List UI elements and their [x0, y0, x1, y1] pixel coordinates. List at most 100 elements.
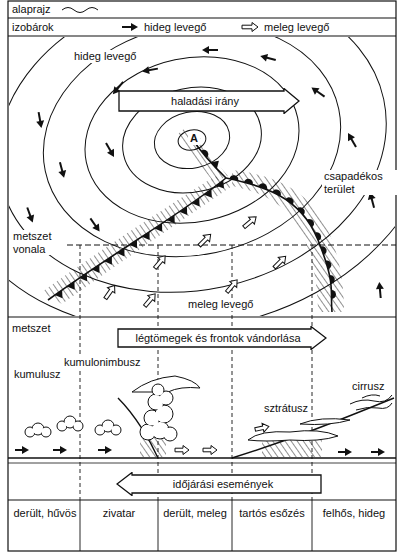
cold-front-symbol: [55, 290, 63, 298]
cold-front-symbol: [167, 215, 175, 223]
text-label: hideg levegő: [72, 50, 138, 63]
cold-front-symbol: [204, 189, 212, 197]
arrow-band: haladási irány: [118, 88, 300, 114]
warm-front-symbol: [285, 197, 293, 204]
warm-front-symbol: [229, 175, 238, 180]
cold-front-symbol: [104, 256, 112, 264]
text-label: kumulusz: [12, 368, 62, 381]
cell-divider: [158, 500, 159, 551]
front-lines: [48, 136, 336, 312]
cold-air-arrow: [259, 52, 277, 64]
cumulus-cloud: [95, 420, 121, 435]
text-label: kumulonimbusz: [62, 356, 142, 369]
ground-line: [8, 457, 396, 459]
cold-air-arrow: [345, 131, 360, 149]
cumulonimbus-cloud: [140, 384, 177, 441]
cumulus-cloud: [57, 416, 83, 431]
isobar: [9, 37, 395, 316]
cell-divider: [232, 500, 233, 551]
legend-text: hideg levegő: [144, 21, 206, 33]
text-label: izobárok: [12, 21, 54, 34]
warm-front-symbol: [331, 290, 336, 299]
warm-air-arrow: [241, 213, 259, 230]
warm-air-arrow: [242, 23, 258, 32]
division-line: [158, 245, 159, 500]
legend-item: hideg levegő: [120, 21, 206, 33]
warm-front-symbol: [201, 150, 208, 158]
cold-air-arrow: [15, 446, 29, 454]
cumulus-cloud: [25, 423, 51, 437]
warm-air-arrow: [151, 253, 168, 271]
warm-front-symbol: [315, 232, 321, 241]
division-lines: [80, 245, 312, 551]
warm-air-arrow: [203, 446, 217, 455]
cold-front-symbol: [192, 198, 200, 206]
division-line: [80, 245, 81, 500]
arrow-text: haladási irány: [171, 95, 239, 107]
front-line: [48, 178, 226, 300]
cold-front-symbol: [155, 223, 163, 231]
warm-air-arrow: [254, 422, 270, 434]
warm-front-symbol: [244, 179, 253, 185]
division-line: [312, 245, 313, 500]
table-cell: zivatar: [80, 507, 158, 520]
arrow-text: időjárási események: [173, 478, 273, 490]
anvil: [132, 376, 200, 392]
table-cell: derült, hűvös: [10, 507, 80, 520]
cold-air-arrow: [35, 111, 46, 128]
cold-air-arrow: [103, 141, 118, 159]
warm-front-symbol: [326, 260, 332, 269]
table-cell: tartós esőzés: [232, 507, 312, 520]
isobar: [9, 37, 395, 316]
cold-air-arrow: [371, 448, 385, 456]
precipitation-area: [42, 128, 344, 312]
cold-front-symbol: [92, 265, 100, 273]
isobar: [21, 37, 362, 284]
warm-air-arrow: [223, 277, 240, 295]
cell-divider: [80, 500, 81, 551]
cold-front-symbol: [129, 240, 137, 248]
cold-front-symbol: [117, 248, 125, 256]
rain-hatch: [262, 440, 322, 457]
pressure-center: A: [188, 132, 200, 145]
text-label: sztrátusz: [262, 402, 310, 415]
warm-air-arrow: [196, 231, 214, 249]
isobar: [176, 127, 208, 152]
cold-air-arrow: [24, 206, 37, 224]
warm-air-arrow: [175, 446, 189, 455]
arrow-band: légtömegek és frontok vándorlása: [117, 326, 327, 350]
section-line: [40, 245, 396, 246]
cold-air-arrow: [202, 46, 218, 54]
cold-air-arrow: [98, 446, 112, 454]
cold-front-symbol: [79, 273, 87, 281]
warm-air-arrow: [102, 283, 119, 301]
table-cell: felhős, hideg: [312, 507, 396, 520]
legend-arrow: [240, 21, 260, 33]
cold-air-arrow: [309, 84, 327, 100]
cell-divider: [312, 500, 313, 551]
legend-text: meleg levegő: [264, 21, 329, 33]
arrow-band: időjárási események: [116, 472, 322, 496]
cold-air-arrow: [56, 161, 68, 179]
stratus-cloud: [300, 419, 350, 425]
warm-front-symbol: [258, 183, 267, 189]
cold-front-symbol: [216, 180, 224, 188]
table-cell: derült, meleg: [158, 507, 232, 520]
warm-front-symbol: [330, 275, 335, 284]
text-label: metszet vonala: [11, 230, 67, 255]
text-label: metszet: [12, 322, 51, 335]
cold-air-arrow: [122, 23, 138, 31]
warm-front-symbol: [321, 246, 327, 255]
isobar: [149, 105, 235, 176]
cold-front-symbol: [180, 207, 188, 215]
text-label: csapadékos terület: [322, 170, 398, 195]
warm-front-symbol: [307, 219, 314, 227]
stratus-cloud: [248, 431, 338, 441]
cirrus-cloud: [350, 395, 392, 410]
legend-arrow: [120, 21, 140, 33]
isobar-lines: [9, 37, 395, 316]
text-label: meleg levegő: [186, 298, 255, 311]
warm-air-arrow: [141, 291, 158, 309]
